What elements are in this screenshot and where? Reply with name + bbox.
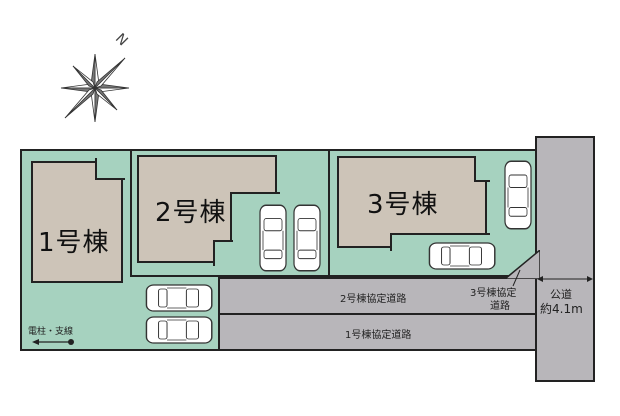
building-2-label: 2号棟: [155, 198, 227, 228]
car-lot2-a: [259, 204, 287, 272]
road-3-label-2: 道路: [490, 301, 510, 312]
road-3-pointer: [495, 268, 525, 288]
car-driveway-b: [145, 316, 213, 344]
car-lot2-b: [293, 204, 321, 272]
road-3-label-1: 3号棟協定: [470, 288, 517, 299]
car-lot3-horizontal: [428, 242, 496, 270]
building-2-notch-2: [213, 240, 233, 266]
public-road-label: 公道: [550, 288, 572, 301]
building-3-label: 3号棟: [367, 190, 439, 220]
road-3-triangle: [505, 250, 540, 279]
building-1-label: 1号棟: [38, 228, 110, 258]
building-3-notch: [474, 156, 490, 182]
car-lot3-vertical: [504, 160, 532, 230]
road-2-label: 2号棟協定道路: [340, 294, 407, 305]
road-1-label: 1号棟協定道路: [345, 330, 412, 341]
width-dimension-arrow: [537, 274, 593, 284]
compass-rose: N: [50, 30, 150, 125]
compass-star-icon: [60, 53, 130, 123]
utility-pole-label: 電柱・支線: [28, 327, 74, 337]
building-1-notch: [95, 158, 125, 180]
building-1: [31, 161, 123, 283]
car-driveway-a: [145, 284, 213, 312]
building-3: [337, 156, 487, 248]
public-road: [535, 136, 595, 382]
utility-pole-icon: [32, 337, 77, 347]
public-road-width: 約4.1m: [540, 302, 583, 316]
